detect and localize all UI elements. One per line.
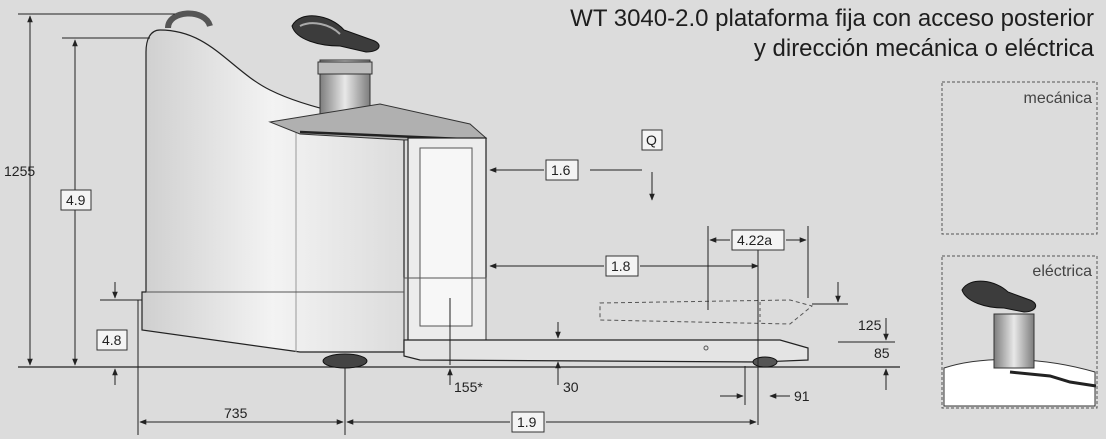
dim-height-ref-label: 4.9 (66, 192, 86, 208)
inset-electric-label: eléctrica (1032, 263, 1092, 280)
dim-front-length-ref: 1.9 (511, 411, 545, 433)
inset-steering-column (993, 313, 1035, 369)
raised-fork-outline (599, 299, 814, 325)
inset-mechanical: mecánica (941, 81, 1098, 235)
inset-electric: eléctrica (941, 255, 1098, 409)
fork-marker (703, 345, 709, 351)
pallet-truck-illustration (141, 10, 814, 369)
load-wheel (752, 356, 778, 368)
fork-platform (403, 339, 809, 363)
dim-rear-length: 735 (224, 405, 248, 421)
dim-load-distance-ref-label: 1.6 (551, 162, 571, 178)
inset-tiller-head (961, 280, 1037, 313)
dim-wheelbase-ref: 4.22a (731, 229, 785, 251)
drawing-title-line-2: y dirección mecánica o eléctrica (753, 35, 1094, 62)
dim-platform-height-ref: 4.8 (96, 329, 128, 351)
tiller-highlight (299, 22, 341, 35)
dim-fork-length-ref: 1.8 (605, 255, 639, 277)
inset-mechanical-label: mecánica (1024, 90, 1093, 107)
dim-fork-height: 85 (874, 345, 890, 361)
battery-window (419, 147, 473, 327)
dim-load-distance-ref: 1.6 (545, 159, 579, 181)
load-symbol-label: Q (646, 132, 657, 148)
dim-fork-tip: 91 (794, 388, 810, 404)
dim-ground-clearance: 155* (454, 379, 483, 395)
dim-platform-height-ref-label: 4.8 (102, 332, 122, 348)
dim-fork-thickness: 30 (563, 379, 579, 395)
column-collar (317, 61, 373, 75)
dim-height-ref: 4.9 (60, 189, 92, 211)
drive-wheel (322, 353, 368, 369)
drawing-title-line-1: WT 3040-2.0 plataforma fija con acceso p… (570, 5, 1094, 32)
dim-fork-length-ref-label: 1.8 (611, 258, 631, 274)
handle-loop (165, 10, 213, 29)
tiller-head (291, 15, 380, 53)
dim-wheelbase-ref-label: 4.22a (737, 232, 772, 248)
load-symbol: Q (641, 129, 663, 151)
dim-fork-lift: 125 (858, 317, 882, 333)
dim-overall-height: 1255 (4, 163, 35, 179)
inset-dash-edge (1009, 370, 1097, 388)
dim-front-length-ref-label: 1.9 (517, 414, 537, 430)
